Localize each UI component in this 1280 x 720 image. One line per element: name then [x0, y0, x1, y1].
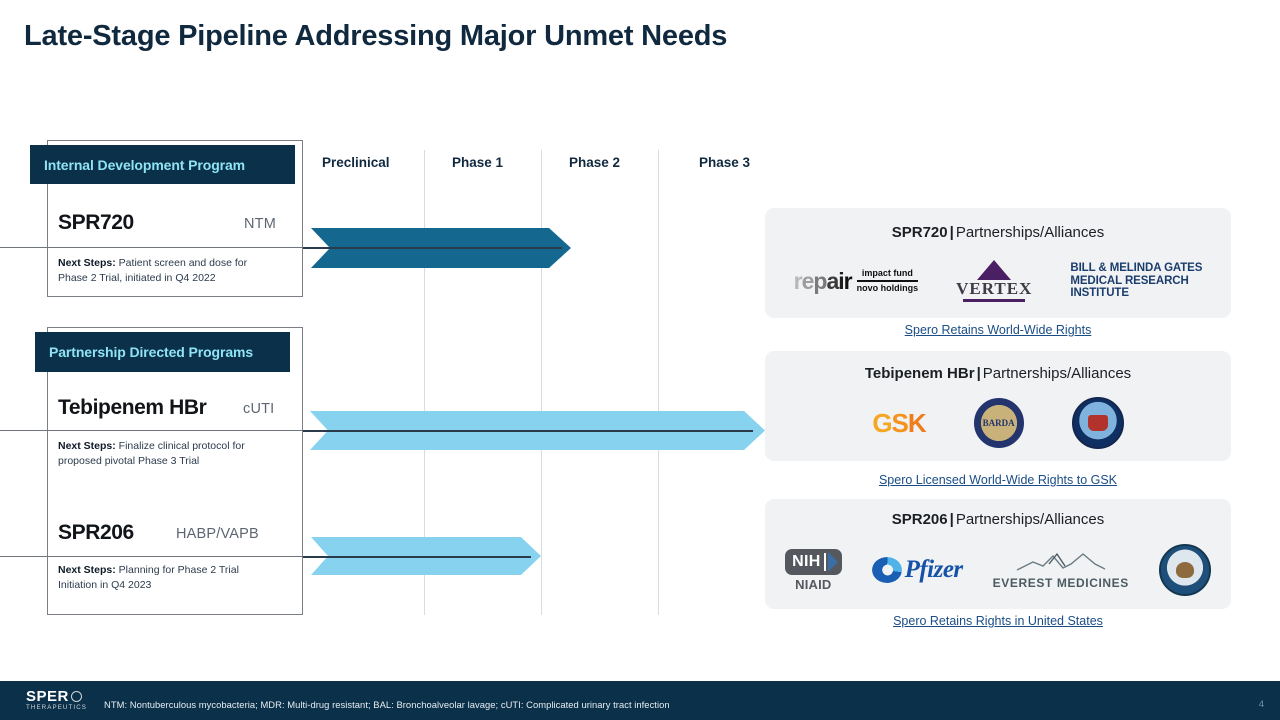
program-indication-spr720: NTM	[244, 216, 277, 232]
gridline-phase2	[541, 150, 542, 615]
program-indication-spr206: HABP/VAPB	[176, 526, 259, 542]
card-title-spr720: SPR720|Partnerships/Alliances	[891, 224, 1105, 241]
phase-header-phase-3: Phase 3	[699, 155, 751, 170]
card-footer-spr720[interactable]: Spero Retains World-Wide Rights	[904, 323, 1092, 337]
barda-seal-logo: BARDA	[973, 398, 1024, 448]
everest-wordmark: EVEREST MEDICINES	[992, 576, 1129, 590]
spero-name: SPER	[26, 688, 69, 705]
dtra-seal-logo	[1071, 397, 1124, 449]
divider-spr720	[0, 247, 303, 248]
next-steps-label-tebipenem: Next Steps:	[58, 440, 116, 452]
phase-header-phase-1: Phase 1	[452, 155, 504, 170]
repair-line2: novo holdings	[856, 283, 919, 293]
repair-impact-fund-novo-holdings-logo: repair impact fund novo holdings	[793, 267, 919, 294]
dtra-eagle-icon	[1087, 415, 1108, 431]
gates-line3: INSTITUTE	[1070, 287, 1129, 300]
gates-medical-research-institute-logo: BILL & MELINDA GATES MEDICAL RESEARCH IN…	[1070, 262, 1202, 300]
repair-sub: impact fund novo holdings	[856, 268, 919, 294]
spero-wordmark: SPER	[26, 689, 87, 704]
vertex-wordmark: VERTEX	[956, 279, 1033, 298]
partnership-card-spr206: SPR206|Partnerships/Alliances NIH NIAID …	[765, 499, 1231, 609]
card-title-tebipenem: Tebipenem HBr|Partnerships/Alliances	[864, 365, 1132, 382]
repair-divider	[856, 280, 919, 282]
card-title-spr206: SPR206|Partnerships/Alliances	[891, 511, 1105, 528]
footer-bar	[0, 683, 1280, 720]
spero-therapeutics-logo: SPER THERAPEUTICS	[26, 689, 87, 711]
card-title-program-spr206: SPR206	[891, 511, 948, 528]
gates-line2: MEDICAL RESEARCH	[1070, 274, 1189, 287]
card-title-suffix-spr206: Partnerships/Alliances	[955, 511, 1105, 528]
program-name-tebipenem: Tebipenem HBr	[58, 396, 207, 419]
card-title-program-tebipenem: Tebipenem HBr	[864, 365, 975, 382]
partnership-card-spr720: SPR720|Partnerships/Alliances repair imp…	[765, 208, 1231, 318]
pfizer-wordmark: Pfizer	[904, 556, 964, 583]
page-title: Late-Stage Pipeline Addressing Major Unm…	[24, 20, 728, 52]
next-steps-tebipenem: Next Steps: Finalize clinical protocol f…	[58, 439, 278, 468]
card-title-suffix-spr720: Partnerships/Alliances	[955, 224, 1105, 241]
section-chip-partnership-directed-programs: Partnership Directed Programs	[35, 332, 290, 372]
everest-medicines-logo: EVEREST MEDICINES	[993, 550, 1129, 590]
program-indication-tebipenem: cUTI	[243, 401, 275, 417]
page-number: 4	[1258, 699, 1264, 710]
barda-wordmark: BARDA	[982, 418, 1015, 428]
next-steps-text-tebipenem: Finalize clinical protocol for proposed …	[58, 440, 245, 467]
next-steps-label-spr206: Next Steps:	[58, 564, 116, 576]
pipeline-axis-tebipenem	[303, 430, 753, 432]
nih-niaid-logo: NIH NIAID	[785, 548, 842, 592]
footnote-abbreviations: NTM: Nontuberculous mycobacteria; MDR: M…	[104, 699, 670, 710]
footer-divider	[0, 681, 1280, 683]
dod-eagle-icon	[1175, 562, 1194, 578]
nih-badge: NIH	[785, 548, 842, 575]
next-steps-text-spr720: Patient screen and dose for Phase 2 Tria…	[58, 257, 248, 284]
pipeline-axis-spr206	[303, 556, 531, 558]
gridline-phase1	[424, 150, 425, 615]
section-chip-internal-development-program: Internal Development Program	[30, 145, 295, 184]
program-name-spr206: SPR206	[58, 521, 134, 544]
next-steps-spr720: Next Steps: Patient screen and dose for …	[58, 256, 278, 285]
program-name-spr720: SPR720	[58, 211, 134, 234]
spero-tagline: THERAPEUTICS	[26, 704, 87, 711]
niaid-wordmark: NIAID	[795, 576, 832, 592]
card-title-suffix-tebipenem: Partnerships/Alliances	[982, 365, 1132, 382]
repair-line1: impact fund	[861, 268, 913, 278]
divider-tebipenem	[0, 430, 303, 431]
spero-mark-icon	[70, 691, 82, 702]
chevron-right-icon	[827, 551, 838, 572]
pfizer-logo: Pfizer	[871, 556, 964, 584]
next-steps-text-spr206: Planning for Phase 2 Trial Initiation in…	[58, 564, 239, 591]
pipeline-axis-spr720	[303, 247, 562, 249]
department-of-defense-seal-logo	[1158, 544, 1211, 596]
vertex-underline	[963, 299, 1026, 302]
phase-header-preclinical: Preclinical	[322, 155, 390, 170]
vertex-triangle-icon	[977, 260, 1012, 280]
repair-wordmark: repair	[793, 267, 853, 294]
next-steps-spr206: Next Steps: Planning for Phase 2 Trial I…	[58, 563, 278, 592]
section-box-partnership	[47, 327, 303, 615]
pfizer-mark-icon	[871, 557, 902, 583]
divider-spr206	[0, 556, 303, 557]
phase-header-phase-2: Phase 2	[569, 155, 621, 170]
nih-wordmark: NIH	[792, 552, 826, 571]
card-title-program-spr720: SPR720	[891, 224, 948, 241]
card-footer-tebipenem[interactable]: Spero Licensed World-Wide Rights to GSK	[878, 473, 1118, 487]
next-steps-label-spr720: Next Steps:	[58, 257, 116, 269]
card-footer-spr206[interactable]: Spero Retains Rights in United States	[893, 614, 1103, 628]
gates-line1: BILL & MELINDA GATES	[1070, 262, 1203, 275]
gridline-phase3	[658, 150, 659, 615]
vertex-logo: VERTEX	[956, 260, 1032, 302]
mountain-icon	[1016, 552, 1106, 571]
